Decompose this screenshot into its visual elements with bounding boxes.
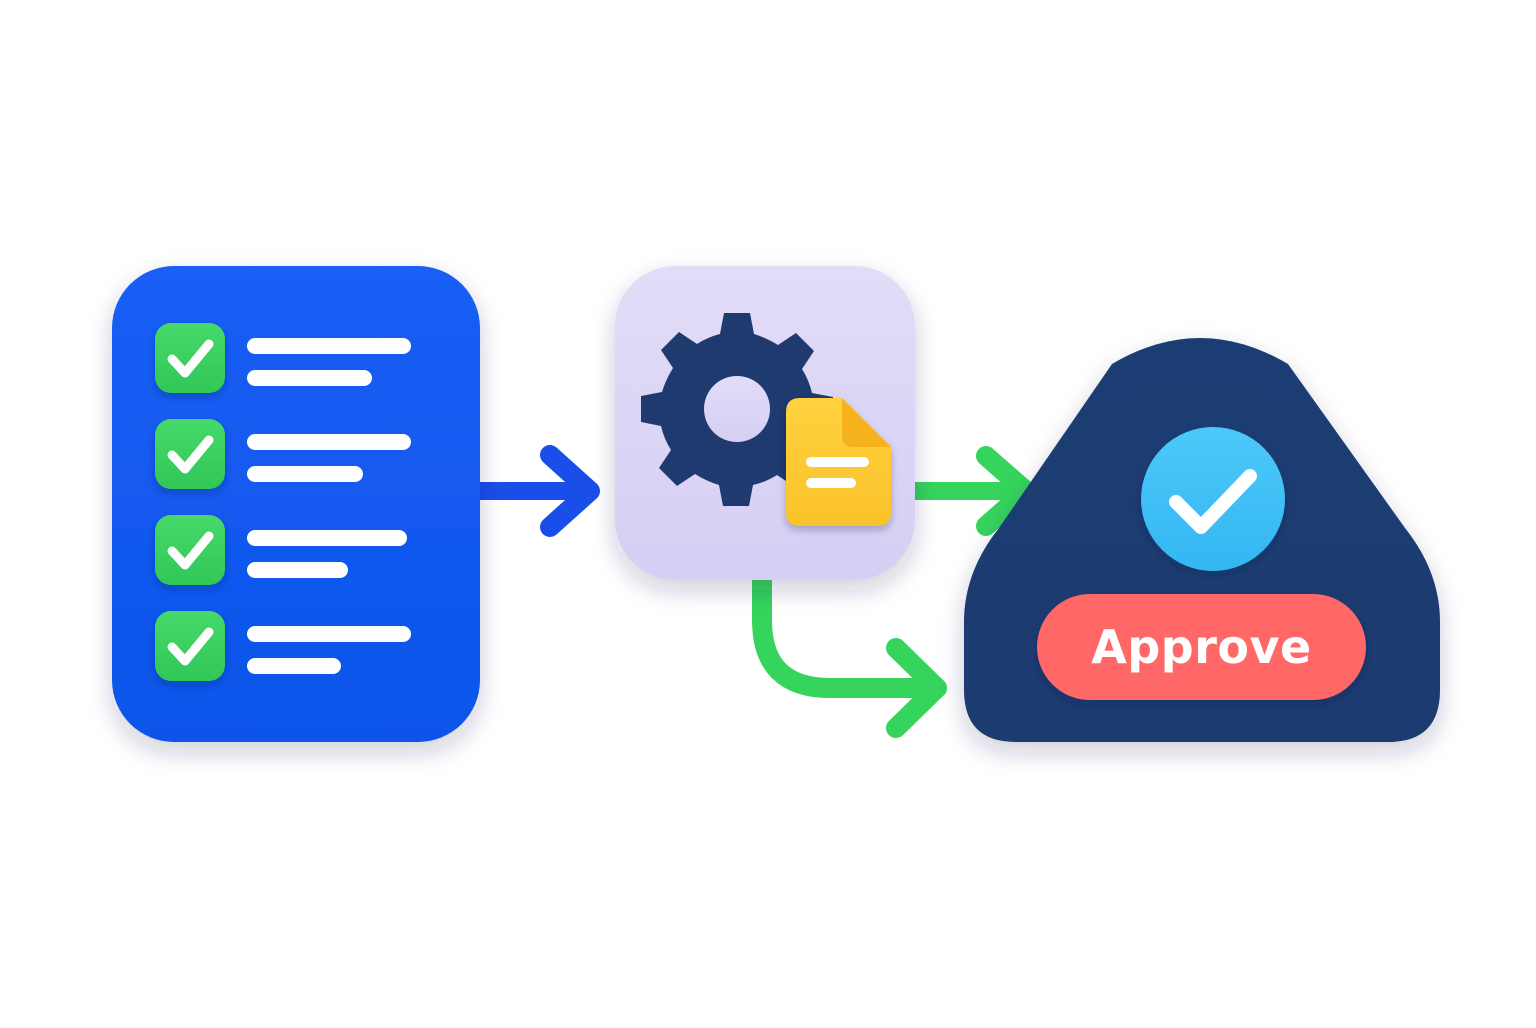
checkmark-icon — [167, 435, 214, 474]
checklist-item — [155, 515, 407, 585]
processing-card — [615, 266, 915, 580]
approval-card — [964, 338, 1440, 742]
checkmark-icon — [167, 531, 214, 570]
document-icon — [786, 398, 891, 526]
checklist-item — [155, 323, 411, 393]
arrow-to-approval-lower — [752, 568, 947, 738]
text-line — [806, 478, 856, 488]
checklist-item — [155, 419, 411, 489]
checkbox-checked — [155, 515, 225, 585]
check-circle-icon — [1141, 427, 1285, 571]
arrow-to-processing — [471, 445, 600, 537]
text-line — [247, 626, 411, 642]
text-line — [247, 466, 363, 482]
text-line — [806, 457, 869, 467]
text-line — [247, 562, 348, 578]
approve-button[interactable]: Approve — [1091, 620, 1312, 674]
text-line — [247, 370, 372, 386]
checkbox-checked — [155, 419, 225, 489]
gear-icon — [641, 313, 833, 506]
checklist-card — [112, 266, 480, 742]
checkbox-checked — [155, 323, 225, 393]
checkmark-icon — [167, 339, 214, 378]
text-line — [247, 338, 411, 354]
checkbox-checked — [155, 611, 225, 681]
text-line — [247, 658, 341, 674]
text-line — [247, 530, 407, 546]
text-line — [247, 434, 411, 450]
approve-button-bg[interactable] — [1037, 594, 1366, 700]
checkmark-icon — [167, 627, 214, 666]
checklist-item — [155, 611, 411, 681]
